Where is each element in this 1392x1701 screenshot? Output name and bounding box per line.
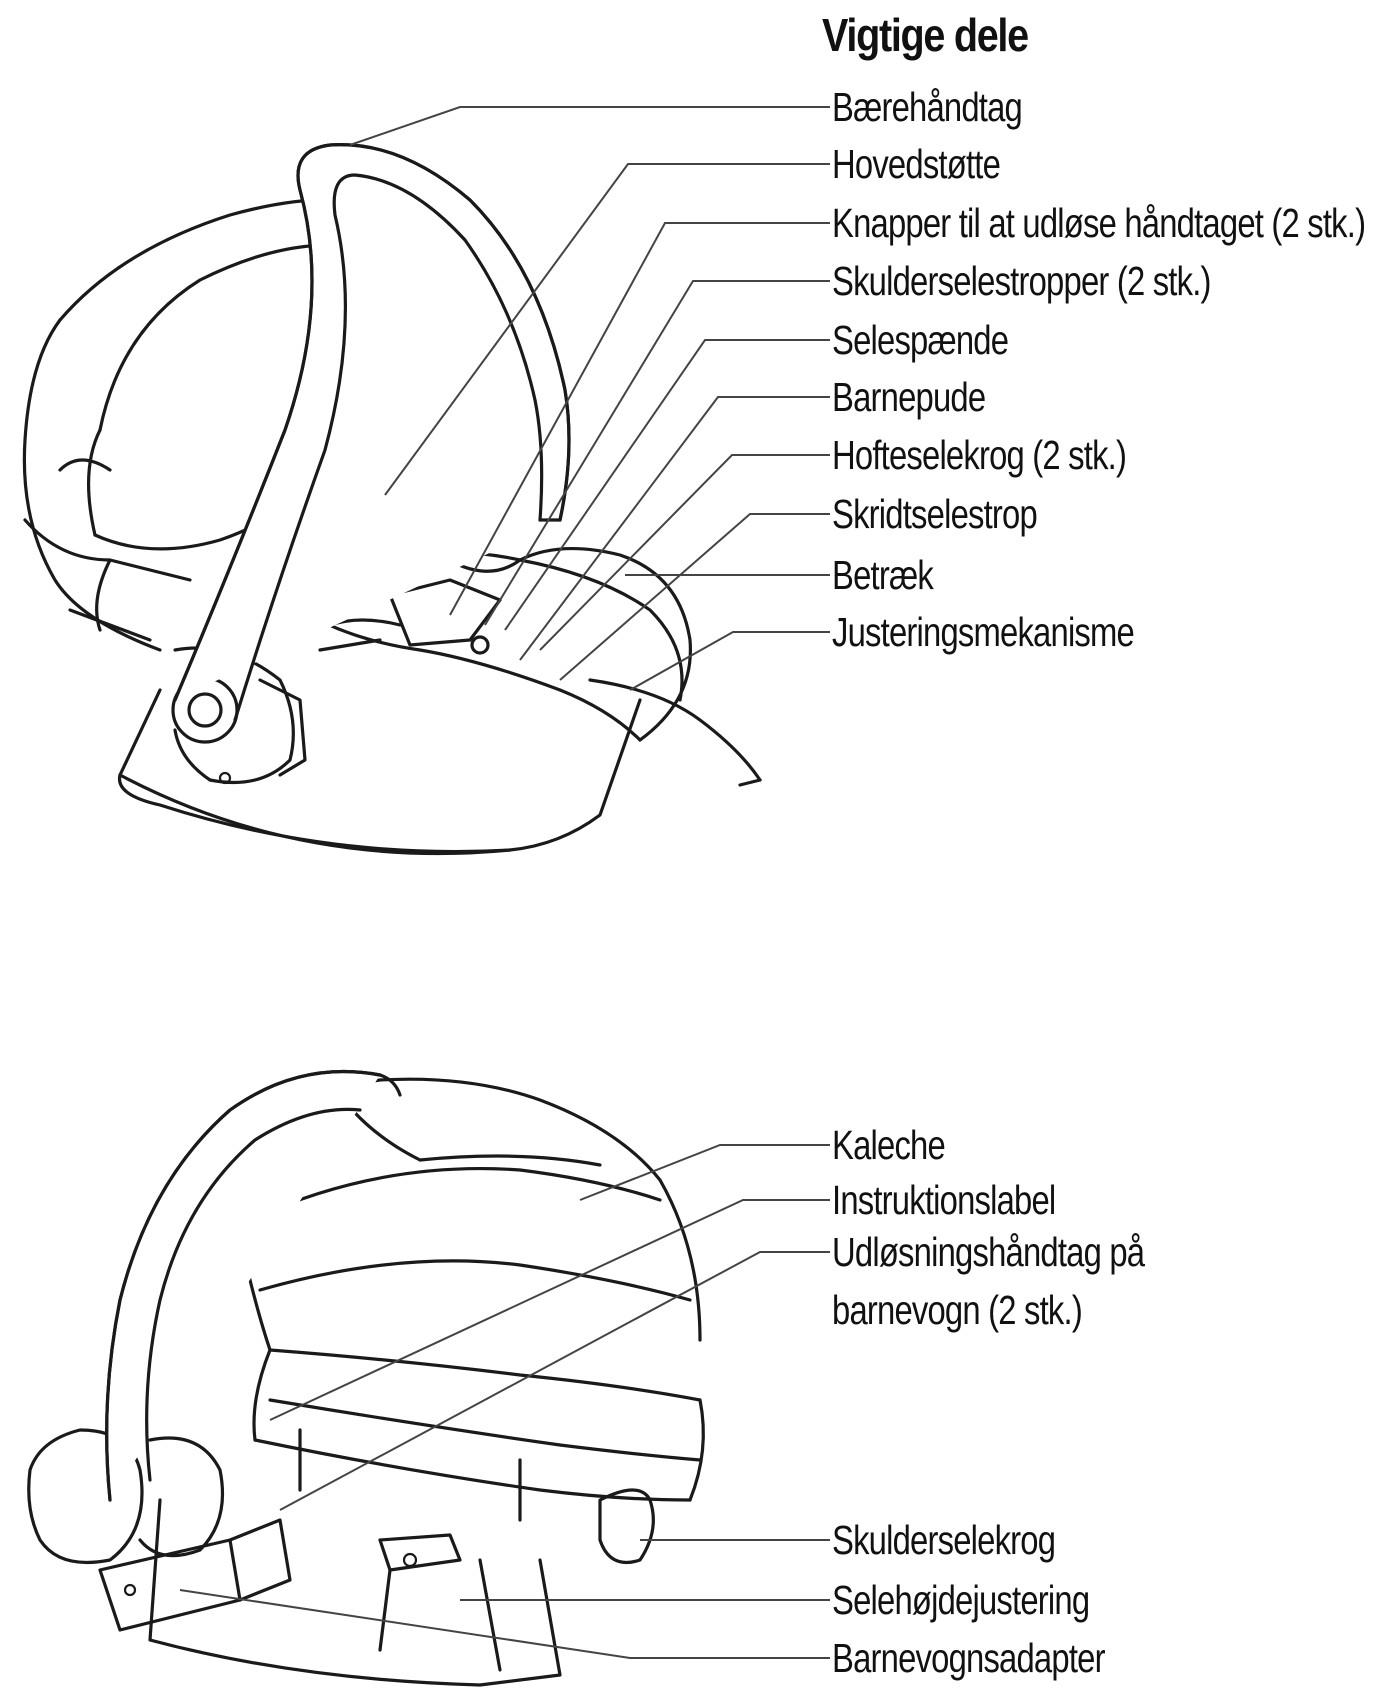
label-udlosningshaandtag-line2: barnevogn (2 stk.) (832, 1287, 1083, 1333)
label-baerehaandtag: Bærehåndtag (832, 84, 1023, 130)
label-betraek: Betræk (832, 552, 934, 598)
label-skulderselestropper: Skulderselestropper (2 stk.) (832, 258, 1211, 304)
label-barnevognsadapter: Barnevognsadapter (832, 1635, 1105, 1681)
label-skridtselestrop: Skridtselestrop (832, 491, 1038, 537)
label-instruktionslabel: Instruktionslabel (832, 1177, 1056, 1223)
label-hofteselekrog: Hofteselekrog (2 stk.) (832, 432, 1127, 478)
label-justeringsmekanisme: Justeringsmekanisme (832, 609, 1135, 655)
label-selehojdejustering: Selehøjdejustering (832, 1577, 1090, 1623)
label-kaleche: Kaleche (832, 1122, 946, 1168)
label-skulderselekrog: Skulderselekrog (832, 1517, 1056, 1563)
label-barnepude: Barnepude (832, 374, 986, 420)
label-knapper-udlose-haandtag: Knapper til at udløse håndtaget (2 stk.) (832, 200, 1366, 246)
label-udlosningshaandtag-line1: Udløsningshåndtag på (832, 1229, 1145, 1275)
label-hovedstotte: Hovedstøtte (832, 141, 1001, 187)
label-selespaende: Selespænde (832, 317, 1009, 363)
diagram-title: Vigtige dele (822, 9, 1029, 61)
